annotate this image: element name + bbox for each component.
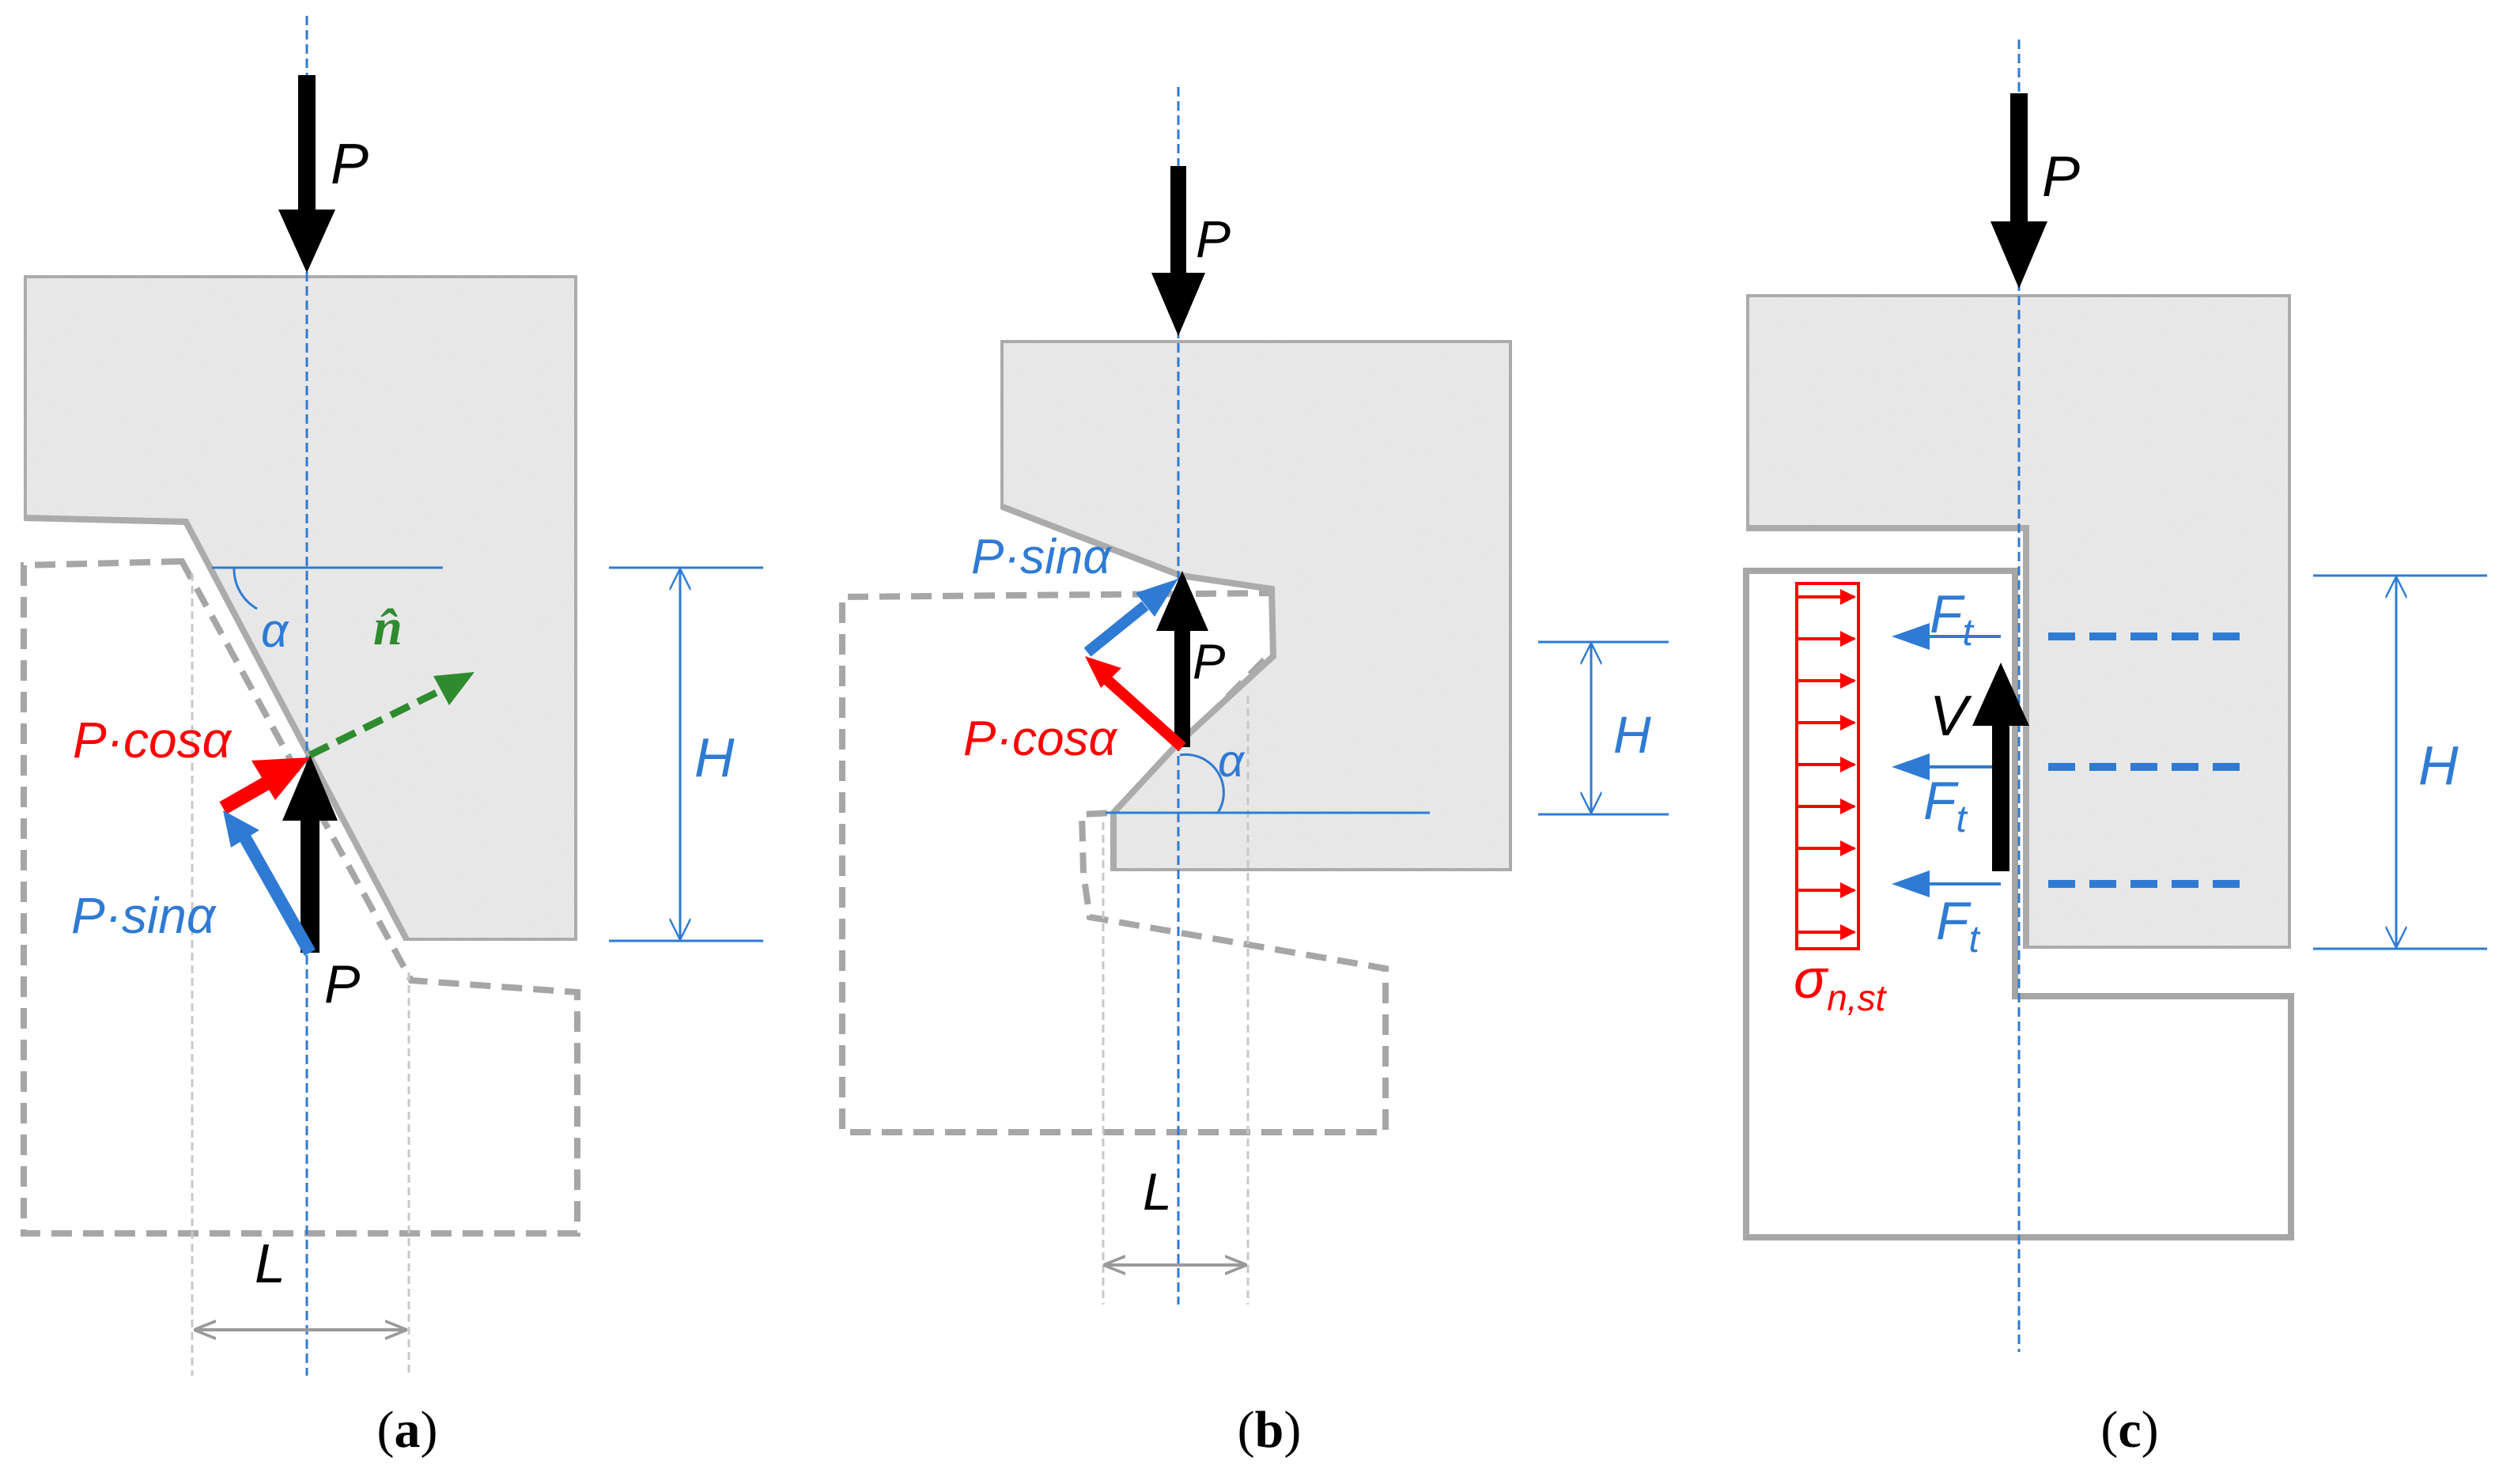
height-label: H — [694, 727, 735, 788]
shear-force-arrowhead — [1972, 663, 2029, 726]
applied-load-label: P — [2042, 145, 2080, 209]
upper-concrete-block — [1743, 291, 2294, 952]
upper-concrete-block — [997, 337, 1515, 874]
length-label: L — [255, 1233, 285, 1294]
sin-component-shaft — [1083, 601, 1149, 657]
sin-component-arrowhead — [223, 810, 259, 848]
tie-force-arrowhead-2 — [1892, 753, 1930, 780]
reaction-label: P — [324, 954, 360, 1014]
tie-force-label-2: Ft — [1923, 771, 1968, 840]
reaction-arrowhead — [1156, 571, 1208, 631]
angle-label: α — [261, 604, 289, 657]
height-label: H — [2418, 734, 2459, 796]
length-label: L — [1143, 1162, 1172, 1221]
panel-c: P σn,st Ft — [1743, 40, 2487, 1459]
shear-force-label: V — [1930, 685, 1972, 748]
applied-load-arrowhead — [1151, 273, 1205, 336]
normal-vector-arrowhead — [433, 672, 474, 705]
cos-component-arrowhead — [1085, 656, 1121, 688]
angle-label: α — [1218, 735, 1246, 787]
stress-label: σn,st — [1794, 948, 1888, 1018]
reaction-label: P — [1193, 635, 1225, 689]
lower-block-outline — [21, 557, 580, 1237]
tie-force-arrowhead-3 — [1892, 870, 1930, 897]
applied-load-label: P — [331, 133, 369, 196]
cos-component-arrowhead — [251, 757, 310, 800]
tie-force-label-1: Ft — [1930, 584, 1975, 654]
panel-b: P α P P·cosα P·sinα H L (b) — [839, 87, 1669, 1459]
caption-c: (c) — [2100, 1401, 2158, 1459]
angle-arc — [233, 567, 258, 610]
cos-component-shaft — [1102, 674, 1186, 752]
caption-a: (a) — [377, 1401, 438, 1459]
stress-arrows — [1797, 589, 1856, 940]
applied-load-arrowhead — [1991, 221, 2047, 289]
cos-component-label: P·cosα — [73, 712, 233, 768]
sin-component-label: P·sinα — [71, 887, 217, 944]
applied-load-label: P — [1196, 210, 1231, 268]
tie-force-label-3: Ft — [1936, 891, 1981, 961]
height-label: H — [1613, 705, 1651, 764]
normal-vector-shaft — [308, 685, 444, 759]
normal-vector-label: n̂ — [373, 599, 403, 656]
stress-distribution: σn,st — [1794, 582, 1888, 1018]
sin-component-shaft — [240, 835, 316, 956]
sin-component-arrowhead — [1136, 579, 1178, 617]
sin-component-label: P·sinα — [971, 530, 1112, 584]
cos-component-label: P·cosα — [963, 712, 1117, 766]
lower-block-outline — [1743, 568, 2294, 1240]
caption-b: (b) — [1238, 1401, 1302, 1459]
applied-load-arrowhead — [278, 210, 335, 273]
upper-concrete-block — [21, 272, 580, 944]
cos-component-shaft — [219, 776, 271, 814]
angle-arc — [1179, 753, 1225, 814]
reaction-arrowhead — [282, 755, 338, 821]
tie-force-arrowhead-1 — [1892, 623, 1930, 650]
panel-a: α P P P·cosα P·sinα n̂ H L (a) — [21, 16, 763, 1459]
